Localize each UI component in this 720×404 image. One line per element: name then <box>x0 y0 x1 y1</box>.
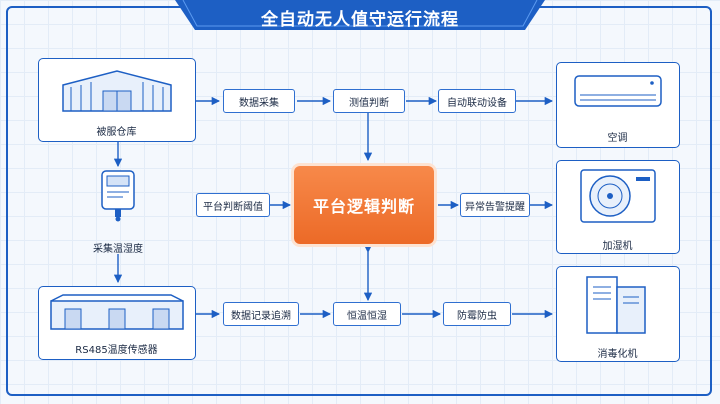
page-title: 全自动无人值守运行流程 <box>261 10 459 30</box>
record-node: 数据记录追溯 <box>223 302 299 326</box>
title-banner <box>175 0 545 30</box>
outdoor-unit-icon <box>580 169 656 223</box>
threshold-node: 平台判断阈值 <box>196 193 270 217</box>
mold-node: 防霉防虫 <box>443 302 511 326</box>
judge-node: 测值判断 <box>333 89 405 113</box>
factory-icon <box>50 294 184 330</box>
humidifier-box: 加湿机 <box>556 160 680 254</box>
disinfector-label: 消毒化机 <box>597 349 638 360</box>
ac-label: 空调 <box>607 133 628 144</box>
auto-link-node: 自动联动设备 <box>438 89 516 113</box>
core-logic-label: 平台逻辑判断 <box>312 197 415 216</box>
disinfector-icon <box>586 276 646 334</box>
const-temp-node: 恒温恒湿 <box>333 302 401 326</box>
thermometer-device-icon <box>101 170 135 222</box>
humidifier-label: 加湿机 <box>602 241 633 252</box>
warehouse-box: 被服仓库 <box>38 58 196 142</box>
core-logic-node: 平台逻辑判断 <box>294 166 434 244</box>
warehouse-icon <box>62 70 172 112</box>
collector-label: 采集温湿度 <box>93 244 143 255</box>
warehouse-label: 被服仓库 <box>96 127 137 138</box>
alarm-node: 异常告警提醒 <box>460 193 530 217</box>
sensor-box: RS485温度传感器 <box>38 286 196 360</box>
data-collect-node: 数据采集 <box>223 89 295 113</box>
air-conditioner-icon <box>574 75 662 107</box>
disinfector-box: 消毒化机 <box>556 266 680 362</box>
ac-box: 空调 <box>556 62 680 148</box>
sensor-label: RS485温度传感器 <box>75 345 158 356</box>
